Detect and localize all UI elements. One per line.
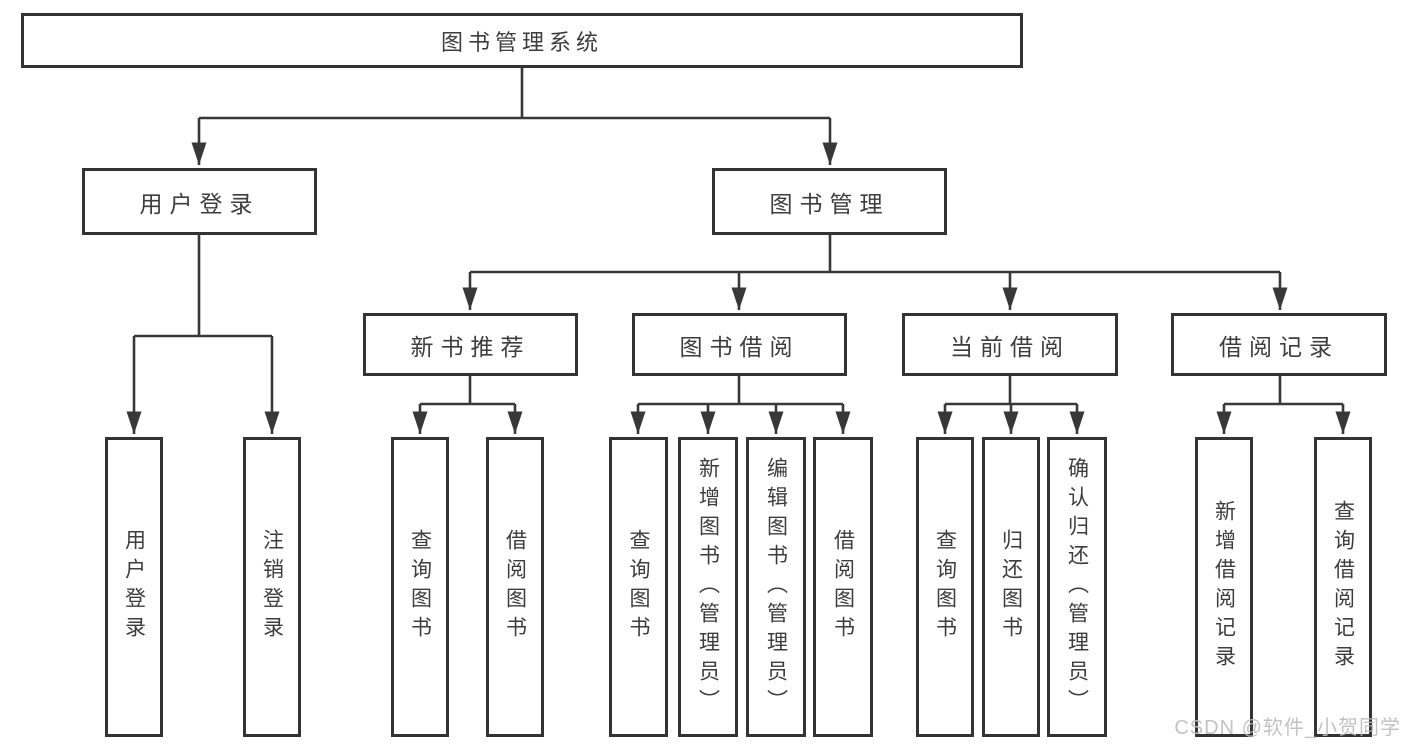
node-current-borrow: 当前借阅 [902, 313, 1118, 376]
leaf-query-books-current: 查询图书 [916, 437, 974, 737]
leaf-label: 查询图书 [933, 529, 957, 645]
leaf-add-book-admin: 新增图书（管理员） [678, 437, 738, 737]
connector-user-login-children [126, 235, 280, 434]
leaf-label: 借阅图书 [831, 529, 855, 645]
leaf-query-borrow-record: 查询借阅记录 [1314, 437, 1372, 737]
leaf-borrow-books-recommend: 借阅图书 [486, 437, 544, 737]
node-user-login: 用户登录 [82, 168, 317, 235]
leaf-label: 注销登录 [260, 529, 284, 645]
node-library-management-system: 图书管理系统 [21, 13, 1023, 68]
leaf-confirm-return-admin: 确认归还（管理员） [1047, 437, 1107, 737]
connector-borrow-records-children [1216, 376, 1351, 434]
leaf-label: 借阅图书 [503, 529, 527, 645]
leaf-return-book: 归还图书 [982, 437, 1040, 737]
leaf-add-borrow-record: 新增借阅记录 [1195, 437, 1253, 737]
leaf-logout: 注销登录 [243, 437, 301, 737]
leaf-user-login: 用户登录 [105, 437, 163, 737]
leaf-label: 查询借阅记录 [1331, 500, 1355, 674]
connector-current-borrow-children [937, 376, 1085, 434]
leaf-query-books-borrow: 查询图书 [609, 437, 668, 737]
leaf-label: 用户登录 [122, 529, 146, 645]
leaf-label: 归还图书 [999, 529, 1023, 645]
connector-book-borrow-children [630, 376, 851, 434]
leaf-label: 编辑图书（管理员） [764, 456, 788, 718]
leaf-label: 新增图书（管理员） [696, 456, 720, 718]
leaf-label: 查询图书 [627, 529, 650, 645]
node-book-management: 图书管理 [712, 168, 947, 235]
leaf-edit-book-admin: 编辑图书（管理员） [746, 437, 806, 737]
connector-book-management-children [462, 235, 1288, 310]
leaf-label: 查询图书 [408, 529, 432, 645]
leaf-label: 确认归还（管理员） [1065, 456, 1089, 718]
node-borrow-records: 借阅记录 [1171, 313, 1387, 376]
watermark: CSDN @软件_小贺同学 [1174, 717, 1401, 739]
connector-root-to-level2 [191, 68, 838, 165]
leaf-query-books-recommend: 查询图书 [391, 437, 449, 737]
node-new-book-recommend: 新书推荐 [363, 313, 578, 376]
connector-new-book-recommend-children [412, 376, 523, 434]
node-book-borrow: 图书借阅 [632, 313, 847, 376]
leaf-borrow-books-borrow: 借阅图书 [813, 437, 873, 737]
leaf-label: 新增借阅记录 [1212, 500, 1236, 674]
